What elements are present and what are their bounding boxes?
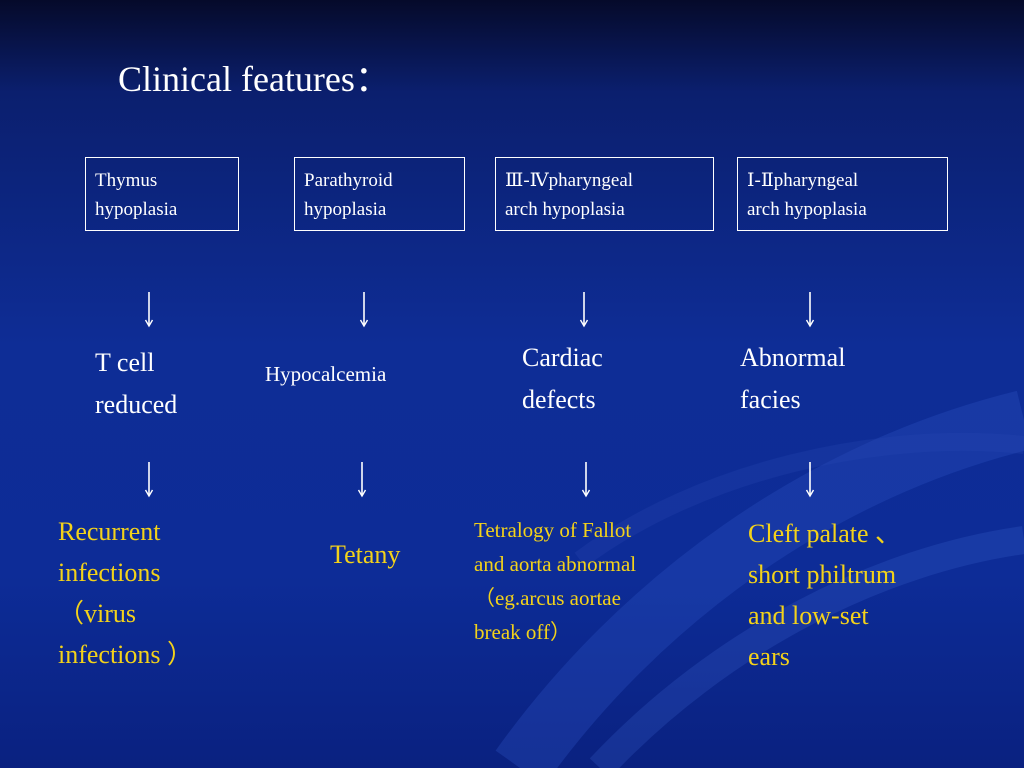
outcome-tetany: Tetany xyxy=(330,534,400,575)
outcome-tetralogy-of-fallot: Tetralogy of Fallot and aorta abnormal （… xyxy=(474,513,636,649)
outcome-text: Tetany xyxy=(330,540,401,569)
arrow-down-icon xyxy=(805,292,815,328)
cause-text: hypoplasia xyxy=(95,199,178,221)
outcome-text: Cleft palate 、 xyxy=(748,519,902,548)
outcome-text: and low-set xyxy=(748,601,869,631)
cause-box-parathyroid: Parathyroid hypoplasia xyxy=(294,157,465,231)
arrow-down-icon xyxy=(359,292,369,328)
arrow-down-icon xyxy=(581,462,591,498)
outcome-recurrent-infections: Recurrent infections （virus infections ） xyxy=(58,511,193,675)
effect-text: facies xyxy=(740,384,801,414)
cause-box-thymus: Thymus hypoplasia xyxy=(85,157,239,231)
outcome-text: （virus xyxy=(58,599,137,629)
outcome-text: ears xyxy=(748,642,790,672)
slide-title: Clinical features： xyxy=(118,59,391,99)
arrow-down-icon xyxy=(579,292,589,328)
cause-text: Parathyroid xyxy=(304,170,393,191)
effect-text: T cell xyxy=(95,348,155,377)
arrow-down-icon xyxy=(144,462,154,498)
outcome-text: Tetralogy of Fallot xyxy=(474,518,632,542)
outcome-text: break off） xyxy=(474,620,571,645)
cause-text: Ⅰ-Ⅱpharyngeal xyxy=(747,170,859,191)
outcome-text: infections xyxy=(58,558,161,588)
cause-text: arch hypoplasia xyxy=(505,199,625,221)
outcome-text: Recurrent xyxy=(58,517,161,546)
effect-abnormal-facies: Abnormal facies xyxy=(740,337,845,420)
cause-text: arch hypoplasia xyxy=(747,199,867,221)
effect-cardiac-defects: Cardiac defects xyxy=(522,337,603,420)
outcome-text: short philtrum xyxy=(748,560,897,590)
outcome-text: infections ） xyxy=(58,640,194,670)
cause-box-pharyngeal-1-2: Ⅰ-Ⅱpharyngeal arch hypoplasia xyxy=(737,157,948,231)
effect-text: reduced xyxy=(95,389,178,419)
arrow-down-icon xyxy=(144,292,154,328)
arrow-down-icon xyxy=(357,462,367,498)
cause-text: Thymus xyxy=(95,170,158,191)
effect-text: defects xyxy=(522,384,596,414)
effect-hypocalcemia: Hypocalcemia xyxy=(265,358,386,392)
effect-text: Cardiac xyxy=(522,343,603,372)
effect-t-cell-reduced: T cell reduced xyxy=(95,342,177,425)
cause-text: hypoplasia xyxy=(304,199,387,221)
outcome-cleft-palate: Cleft palate 、 short philtrum and low-se… xyxy=(748,513,901,677)
cause-text: Ⅲ-Ⅳpharyngeal xyxy=(505,170,634,191)
arrow-down-icon xyxy=(805,462,815,498)
effect-text: Hypocalcemia xyxy=(265,362,387,386)
effect-text: Abnormal xyxy=(740,343,846,372)
outcome-text: （eg.arcus aortae xyxy=(474,586,621,611)
outcome-text: and aorta abnormal xyxy=(474,552,637,577)
cause-box-pharyngeal-3-4: Ⅲ-Ⅳpharyngeal arch hypoplasia xyxy=(495,157,714,231)
